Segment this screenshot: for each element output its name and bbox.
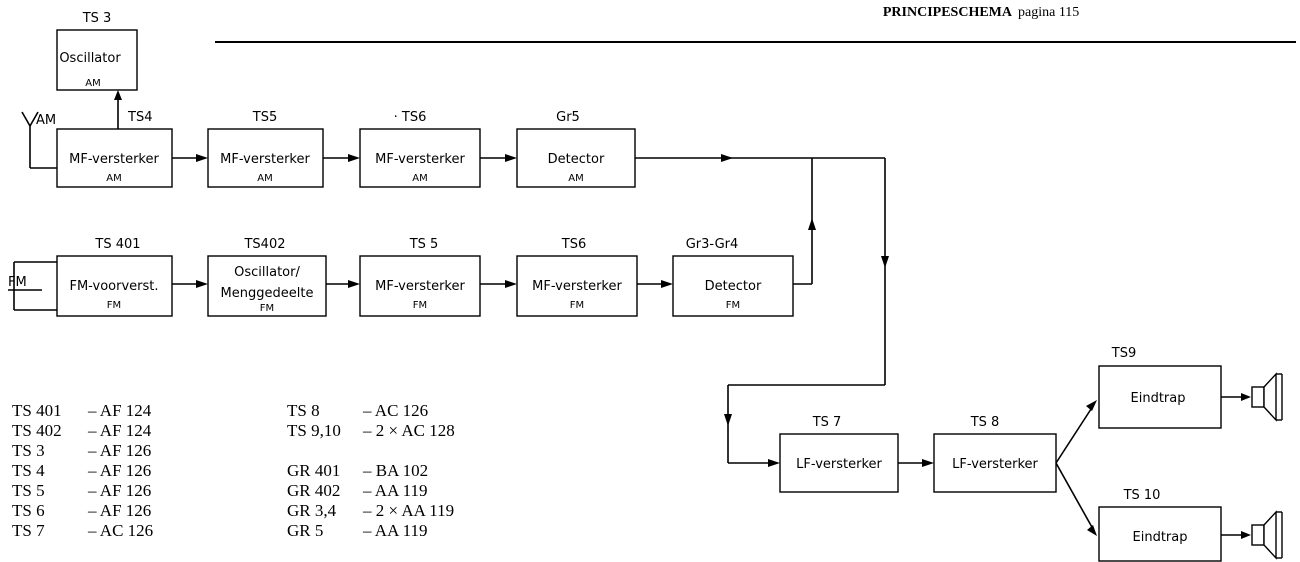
component-list-right: TS 8 – AC 126 TS 9,10 – 2 × AC 128 GR 40… bbox=[287, 401, 455, 540]
block-band: AM bbox=[106, 173, 121, 184]
block-label: Eindtrap bbox=[1133, 530, 1188, 545]
block-tag: TS4 bbox=[127, 110, 152, 125]
block-ts9-output-stage: TS9 Eindtrap bbox=[1098, 346, 1222, 429]
block-ts7-lf-amplifier: TS 7 LF-versterker bbox=[779, 415, 899, 493]
component-ref: TS 6 bbox=[12, 501, 45, 520]
component-part: – 2 × AC 128 bbox=[362, 421, 455, 440]
page-header: PRINCIPESCHEMA pagina 115 bbox=[215, 5, 1296, 43]
component-part: – AA 119 bbox=[362, 481, 428, 500]
block-gr3-gr4-detector: Gr3-Gr4 Detector FM bbox=[672, 237, 794, 317]
block-label: MF-versterker bbox=[532, 279, 622, 294]
block-ts3-oscillator: TS 3 Oscillator AM bbox=[56, 11, 138, 91]
block-label: LF-versterker bbox=[796, 457, 882, 472]
block-ts5-fm: TS 5 MF-versterker FM bbox=[359, 237, 481, 317]
component-part: – AF 126 bbox=[87, 501, 151, 520]
am-antenna-icon: AM bbox=[21, 111, 57, 169]
block-ts6-fm: TS6 MF-versterker FM bbox=[516, 237, 638, 317]
block-band: AM bbox=[568, 173, 583, 184]
fm-chain-wires bbox=[172, 158, 816, 288]
component-part: – AF 126 bbox=[87, 441, 151, 460]
component-ref: GR 401 bbox=[287, 461, 340, 480]
component-ref: GR 402 bbox=[287, 481, 340, 500]
block-tag: · TS6 bbox=[394, 110, 427, 125]
component-part: – AA 119 bbox=[362, 521, 428, 540]
component-ref: GR 3,4 bbox=[287, 501, 337, 520]
component-ref: TS 7 bbox=[12, 521, 45, 540]
block-band: AM bbox=[257, 173, 272, 184]
block-label: LF-versterker bbox=[952, 457, 1038, 472]
component-list-left: TS 401 – AF 124 TS 402 – AF 124 TS 3 – A… bbox=[12, 401, 153, 540]
block-label-line2: Menggedeelte bbox=[221, 286, 314, 301]
block-label: FM-voorverst. bbox=[69, 279, 158, 294]
block-ts8-lf-amplifier: TS 8 LF-versterker bbox=[933, 415, 1057, 493]
block-band: FM bbox=[107, 300, 121, 311]
component-part: – 2 × AA 119 bbox=[362, 501, 454, 520]
block-label: MF-versterker bbox=[220, 152, 310, 167]
block-ts6-am: · TS6 MF-versterker AM bbox=[359, 110, 481, 188]
block-tag: Gr3-Gr4 bbox=[686, 237, 739, 252]
component-part: – AC 126 bbox=[87, 521, 153, 540]
component-part: – AC 126 bbox=[362, 401, 428, 420]
block-tag: TS 7 bbox=[812, 415, 842, 430]
block-label: Eindtrap bbox=[1131, 391, 1186, 406]
block-label: Detector bbox=[705, 279, 762, 294]
header-page: pagina 115 bbox=[1018, 5, 1079, 20]
component-ref: TS 4 bbox=[12, 461, 45, 480]
component-part: – BA 102 bbox=[362, 461, 428, 480]
block-label: MF-versterker bbox=[375, 152, 465, 167]
speaker-bottom-icon bbox=[1221, 510, 1283, 560]
am-antenna-label: AM bbox=[36, 113, 56, 128]
component-part: – AF 124 bbox=[87, 421, 152, 440]
block-label: MF-versterker bbox=[69, 152, 159, 167]
component-ref: TS 401 bbox=[12, 401, 62, 420]
component-part: – AF 126 bbox=[87, 481, 151, 500]
component-ref: TS 3 bbox=[12, 441, 45, 460]
block-label: MF-versterker bbox=[375, 279, 465, 294]
block-ts10-output-stage: TS 10 Eindtrap bbox=[1098, 488, 1222, 562]
block-tag: TS 3 bbox=[82, 11, 112, 26]
block-ts402-oscillator-mixer: TS402 Oscillator/ Menggedeelte FM bbox=[207, 237, 327, 317]
block-band: FM bbox=[260, 303, 274, 314]
block-tag: TS402 bbox=[243, 237, 285, 252]
component-ref: TS 8 bbox=[287, 401, 320, 420]
block-tag: TS5 bbox=[252, 110, 277, 125]
block-ts401-fm-preamp: TS 401 FM-voorverst. FM bbox=[56, 237, 173, 317]
block-ts5-am: TS5 MF-versterker AM bbox=[207, 110, 324, 188]
block-label: Detector bbox=[548, 152, 605, 167]
fm-antenna-icon: FM bbox=[8, 261, 57, 311]
lf-chain-wires bbox=[898, 400, 1097, 536]
block-tag: TS9 bbox=[1111, 346, 1136, 361]
block-tag: TS 401 bbox=[94, 237, 140, 252]
component-ref: GR 5 bbox=[287, 521, 323, 540]
header-title: PRINCIPESCHEMA bbox=[883, 5, 1013, 20]
component-ref: TS 9,10 bbox=[287, 421, 341, 440]
block-ts4-mf-amplifier: TS4 MF-versterker AM bbox=[56, 110, 173, 188]
block-band: FM bbox=[570, 300, 584, 311]
block-band: FM bbox=[413, 300, 427, 311]
component-part: – AF 126 bbox=[87, 461, 151, 480]
block-tag: TS 10 bbox=[1123, 488, 1161, 503]
block-band: AM bbox=[412, 173, 427, 184]
arrow-head bbox=[114, 90, 122, 100]
block-label-line1: Oscillator/ bbox=[234, 265, 300, 280]
component-ref: TS 5 bbox=[12, 481, 45, 500]
block-tag: TS 5 bbox=[409, 237, 439, 252]
block-tag: Gr5 bbox=[556, 110, 580, 125]
component-ref: TS 402 bbox=[12, 421, 62, 440]
component-part: – AF 124 bbox=[87, 401, 152, 420]
fm-antenna-label: FM bbox=[8, 275, 27, 290]
block-gr5-detector: Gr5 Detector AM bbox=[516, 110, 636, 188]
block-band: AM bbox=[85, 78, 100, 89]
block-tag: TS6 bbox=[561, 237, 586, 252]
block-label: Oscillator bbox=[59, 51, 121, 66]
speaker-top-icon bbox=[1221, 372, 1283, 422]
am-chain-wires bbox=[172, 154, 889, 467]
block-band: FM bbox=[726, 300, 740, 311]
block-tag: TS 8 bbox=[970, 415, 1000, 430]
